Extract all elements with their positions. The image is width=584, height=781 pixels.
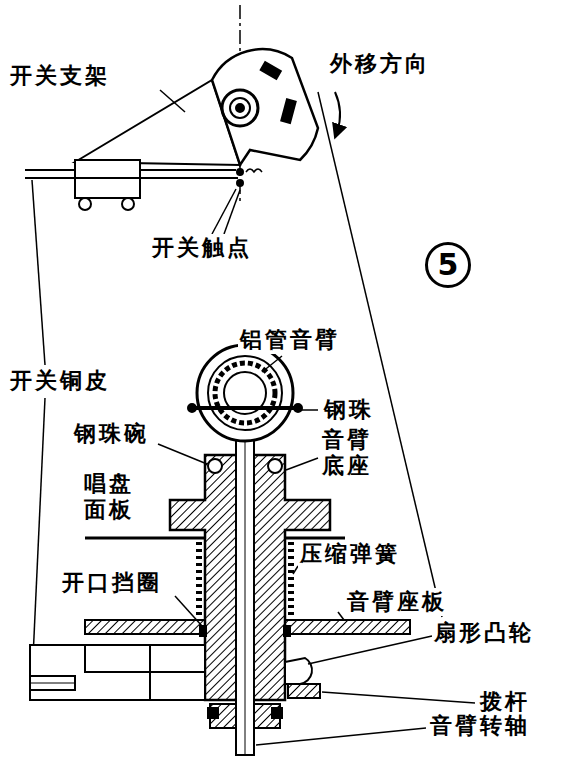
part-label: 唱盘面板 xyxy=(82,470,144,525)
part-label: 钢珠 xyxy=(322,396,376,424)
part-label: 音臂座板 xyxy=(345,588,449,616)
part-label: 压缩弹簧 xyxy=(298,540,402,568)
part-label: 外移方向 xyxy=(328,50,432,78)
part-label: 音臂转轴 xyxy=(428,712,532,740)
part-label: 钢珠碗 xyxy=(72,420,151,448)
part-label: 开关触点 xyxy=(150,234,254,262)
part-label: 音臂底座 xyxy=(320,426,382,481)
part-label: 开口挡圈 xyxy=(60,569,164,597)
part-label: 铝管音臂 xyxy=(238,326,342,354)
part-label: 扇形凸轮 xyxy=(432,619,536,647)
callout-number: 5 xyxy=(425,242,471,288)
part-label: 开关铜皮 xyxy=(8,367,112,395)
part-label: 开关支架 xyxy=(8,62,112,90)
